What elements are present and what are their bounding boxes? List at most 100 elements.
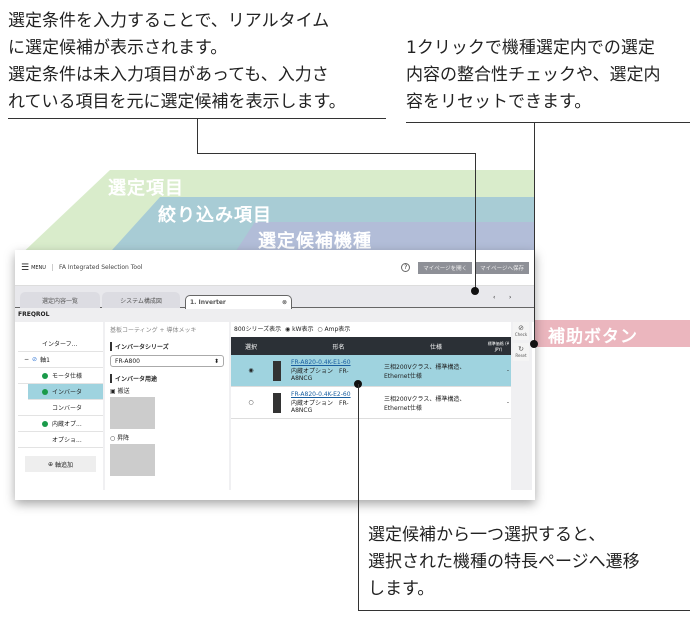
series-select[interactable]: FR-A800 ⬍ (110, 355, 224, 367)
aux-buttons-label: 補助ボタン (548, 327, 638, 347)
amp-radio[interactable]: Amp表示 (324, 326, 351, 333)
menu-label[interactable]: MENU (31, 264, 46, 271)
tree-item-selected[interactable]: インバータ (28, 384, 103, 400)
option-text: 内蔵オプション FR-A8NCG (291, 400, 349, 414)
add-axis-button[interactable]: ⊕ 軸追加 (25, 456, 96, 472)
check-circle-icon: ⊘ (32, 356, 38, 363)
save-mypage-button[interactable]: マイページへ保存 (475, 261, 529, 274)
reset-label: Reset (515, 353, 527, 358)
tree-axis[interactable]: − ⊘軸1 (18, 352, 103, 368)
conveyor-image[interactable] (110, 397, 155, 429)
lift-image[interactable] (110, 444, 155, 476)
tab-label: システム構成図 (120, 297, 162, 305)
coating-checkbox[interactable]: 基板コーティング + 導体メッキ (110, 327, 197, 334)
tab-selection-list[interactable]: 選定内容一覧 (20, 292, 100, 308)
usage-label: 搬送 (117, 388, 130, 395)
leader-line (358, 610, 690, 611)
leader-line (475, 153, 476, 291)
note-line: します。 (368, 579, 435, 599)
note-line: 選定候補から一つ選択すると、 (368, 525, 606, 545)
note-line: 選定条件は未入力項目があっても、入力さ (8, 65, 329, 85)
usage-heading: インバータ用途 (110, 374, 224, 383)
add-axis-label: 軸追加 (54, 461, 73, 469)
usage-label: 昇降 (117, 435, 130, 442)
check-icon (42, 372, 48, 379)
leader-dot (530, 340, 538, 348)
tree-item[interactable]: 内蔵オプ... (18, 416, 103, 432)
selection-tree: インターフ... − ⊘軸1 モータ仕様 インバータ コンバータ 内蔵オプ...… (18, 322, 103, 490)
aux-buttons: ⊘Check ↻Reset (513, 322, 529, 364)
row-radio[interactable]: ◉ (248, 367, 254, 374)
tree-label: インバータ (52, 389, 83, 396)
tab-bar: 選定内容一覧 システム構成図 1. Inverter ⊗ ‹ › (15, 286, 535, 309)
tree-item[interactable]: コンバータ (18, 400, 103, 416)
reset-icon: ↻ (518, 345, 524, 353)
top-bar: ☰ MENU FA Integrated Selection Tool ? マイ… (15, 250, 535, 286)
series-heading: インバータシリーズ (110, 342, 224, 351)
tree-label: 内蔵オプ... (52, 421, 82, 428)
note-line: 内容の整合性チェックや、選定内 (406, 65, 661, 85)
tree-label: 軸1 (40, 357, 50, 364)
results-panel: 800シリーズ表示 ◉ kW表示 ○ Amp表示 選択 形名 仕様 標準価格 (… (231, 322, 511, 490)
usage-option-lift[interactable]: ○ 昇降 (110, 435, 130, 442)
leader-line (197, 118, 198, 154)
header-select: 選択 (244, 343, 257, 351)
series-value: FR-A800 (115, 358, 140, 365)
header-spec: 仕様 (429, 343, 442, 351)
tree-item[interactable]: オプショ... (18, 432, 103, 448)
filter-panel: 基板コーティング + 導体メッキ インバータシリーズ FR-A800 ⬍ インバー… (105, 322, 229, 490)
app-title: FA Integrated Selection Tool (51, 264, 142, 271)
open-mypage-button[interactable]: マイページを開く (418, 261, 473, 274)
option-text: 内蔵オプション FR-A8NCG (291, 368, 349, 382)
check-icon: ⊘ (518, 324, 524, 332)
tree-label: コンバータ (52, 405, 83, 412)
leader-dot (471, 287, 479, 295)
close-icon[interactable]: ⊗ (281, 299, 287, 306)
tab-label: 1. Inverter (190, 299, 226, 306)
usage-option-conveyor[interactable]: ▣ 搬送 (110, 388, 130, 395)
chevron-right-icon[interactable]: › (509, 294, 512, 301)
leader-line (197, 153, 476, 154)
row-radio[interactable]: ○ (248, 399, 254, 406)
brand-label: FREQROL (15, 308, 535, 322)
result-row[interactable]: ○ FR-A820-0.4K-E2-60 内蔵オプション FR-A8NCG 三相2… (231, 387, 511, 419)
model-link[interactable]: FR-A820-0.4K-E2-60 (291, 391, 351, 398)
check-icon (42, 420, 48, 427)
menu-icon[interactable]: ☰ (21, 262, 30, 273)
leader-line (358, 384, 359, 610)
price-text: - (506, 399, 509, 406)
inverter-image (273, 392, 281, 413)
tree-label: オプショ... (52, 437, 82, 444)
check-button[interactable]: ⊘Check (513, 322, 529, 340)
aux-buttons-band (520, 320, 690, 347)
kw-radio[interactable]: kW表示 (292, 326, 314, 333)
bottom-note: 選定候補から一つ選択すると、 選択された機種の特長ページへ遷移 します。 (368, 522, 640, 603)
tree-label: モータ仕様 (52, 373, 83, 380)
tab-label: 選定内容一覧 (41, 297, 78, 305)
leader-line (534, 122, 535, 344)
spec-text: 三相200Vクラス、標準構造、Ethernet仕様 (384, 395, 466, 412)
note-line: 選択された機種の特長ページへ遷移 (368, 552, 640, 572)
tree-item[interactable]: インターフ... (18, 336, 103, 352)
chevron-left-icon[interactable]: ‹ (493, 294, 496, 301)
band-label-filter: 絞り込み項目 (158, 205, 272, 226)
price-text: - (506, 367, 509, 374)
note-line: に選定候補が表示されます。 (8, 38, 228, 58)
tab-system-diagram[interactable]: システム構成図 (102, 292, 180, 308)
model-link[interactable]: FR-A820-0.4K-E1-60 (291, 359, 351, 366)
header-model: 形名 (332, 343, 345, 351)
reset-button[interactable]: ↻Reset (513, 343, 529, 361)
display-label: 800シリーズ表示 (234, 326, 282, 333)
header-price: 標準価格 (¥ JPY) (487, 340, 510, 352)
sort-icon: ⬍ (213, 358, 219, 365)
app-window: ☰ MENU FA Integrated Selection Tool ? マイ… (15, 250, 535, 500)
check-icon (42, 388, 48, 395)
leader-line (406, 122, 690, 123)
check-label: Check (514, 332, 528, 337)
tab-inverter[interactable]: 1. Inverter ⊗ (185, 295, 292, 309)
question-icon[interactable]: ? (401, 263, 411, 272)
left-note: 選定条件を入力することで、リアルタイム に選定候補が表示されます。 選定条件は未… (8, 8, 346, 116)
tree-label: インターフ... (42, 341, 78, 348)
tree-item[interactable]: モータ仕様 (18, 368, 103, 384)
